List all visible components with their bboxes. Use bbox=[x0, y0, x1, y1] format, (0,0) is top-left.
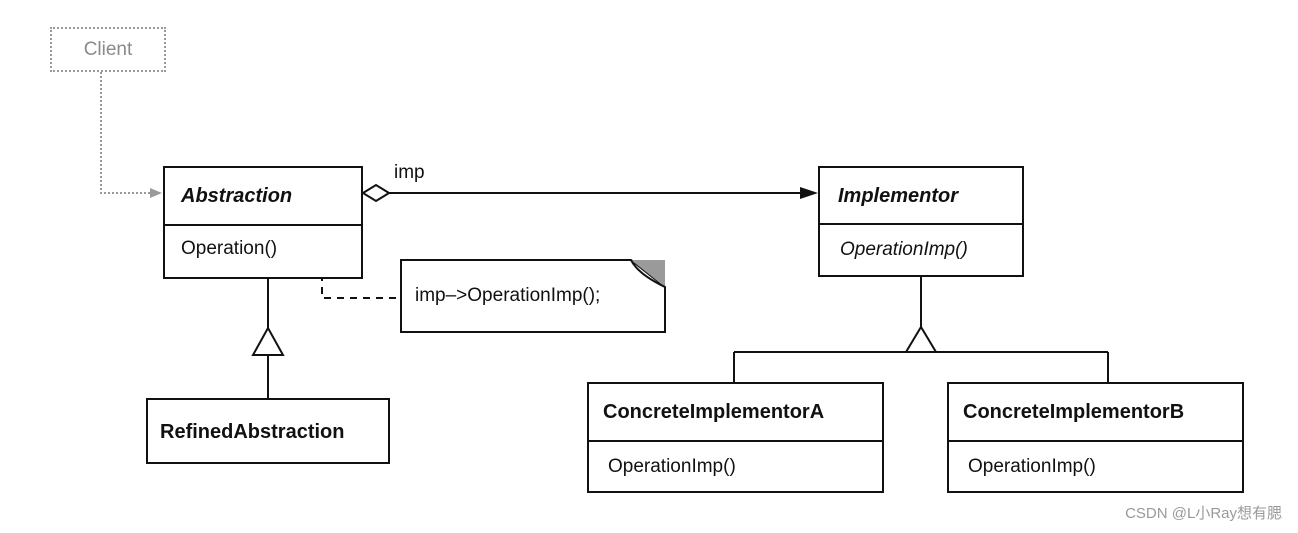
implementor-inheritance-triangle bbox=[904, 325, 938, 353]
note-text: imp–>OperationImp(); bbox=[415, 285, 601, 306]
implementor-class: Implementor OperationImp() bbox=[818, 166, 1024, 277]
client-dependency-line bbox=[100, 72, 150, 194]
watermark: CSDN @L小Ray想有腮 bbox=[1125, 505, 1282, 522]
abstraction-operations-section: Operation() bbox=[165, 226, 361, 277]
concrete-implementor-b-name: ConcreteImplementorB bbox=[963, 401, 1185, 423]
abstraction-operation: Operation() bbox=[181, 238, 278, 259]
implementor-name-section: Implementor bbox=[820, 168, 1022, 225]
concrete-implementor-a-operation: OperationImp() bbox=[608, 456, 736, 477]
concrete-implementor-a-class: ConcreteImplementorA OperationImp() bbox=[587, 382, 884, 493]
concrete-implementor-a-operations-section: OperationImp() bbox=[589, 442, 882, 491]
abstraction-class: Abstraction Operation() bbox=[163, 166, 363, 279]
refined-inheritance-triangle bbox=[251, 325, 285, 356]
concrete-implementor-a-name-section: ConcreteImplementorA bbox=[589, 384, 882, 442]
concrete-implementor-b-class: ConcreteImplementorB OperationImp() bbox=[947, 382, 1244, 493]
abstraction-name-section: Abstraction bbox=[165, 168, 361, 226]
client-label: Client bbox=[83, 39, 133, 60]
concrete-implementor-a-name: ConcreteImplementorA bbox=[603, 401, 825, 423]
refined-abstraction-name: RefinedAbstraction bbox=[160, 421, 345, 443]
note-box: imp–>OperationImp(); bbox=[401, 260, 666, 332]
client-dependency-arrowhead bbox=[150, 188, 162, 198]
note-corner-fold bbox=[630, 259, 666, 288]
imp-association-label: imp bbox=[394, 162, 425, 183]
note-corner-shade bbox=[631, 260, 665, 287]
abstraction-name: Abstraction bbox=[181, 185, 293, 207]
implementor-name: Implementor bbox=[838, 185, 959, 207]
implementor-operation: OperationImp() bbox=[840, 239, 968, 260]
concrete-implementor-b-name-section: ConcreteImplementorB bbox=[949, 384, 1242, 442]
refined-abstraction-class: RefinedAbstraction bbox=[146, 398, 390, 464]
concrete-implementor-b-operation: OperationImp() bbox=[968, 456, 1096, 477]
imp-association-arrowhead bbox=[800, 187, 818, 199]
concrete-implementor-b-operations-section: OperationImp() bbox=[949, 442, 1242, 491]
aggregation-diamond bbox=[361, 183, 391, 203]
implementor-operations-section: OperationImp() bbox=[820, 225, 1022, 275]
client-class: Client bbox=[50, 27, 166, 72]
note-outline bbox=[400, 259, 666, 333]
